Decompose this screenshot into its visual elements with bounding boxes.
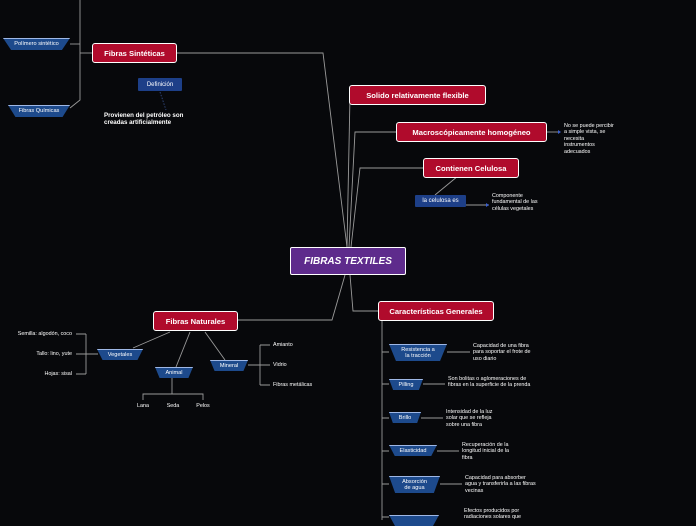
generales-item[interactable]: Elasticidad [389, 445, 437, 456]
solido-label: Solido relativamente flexible [366, 90, 469, 100]
generales-desc: Son bolitas o aglomeraciones de fibras e… [448, 376, 531, 389]
vegetales-label: Vegetales [107, 351, 133, 358]
link-vegetales [132, 331, 171, 349]
mineral-item: Vidrio [273, 362, 287, 368]
naturales-label: Fibras Naturales [165, 316, 226, 326]
definicion-node[interactable]: Definición [138, 78, 182, 91]
animal-item: Seda [166, 403, 180, 409]
link-macro [348, 131, 396, 248]
generales-label: Características Generales [389, 306, 483, 316]
link-naturales [238, 274, 346, 321]
central-node[interactable]: FIBRAS TEXTILES [290, 247, 406, 275]
solido-node[interactable]: Solido relativamente flexible [349, 85, 486, 105]
generales-desc: Capacidad de una fibra para soportar el … [473, 343, 531, 362]
link-animal [175, 331, 191, 368]
generales-desc: Capacidad para absorber agua y transferi… [465, 475, 536, 494]
generales-item[interactable]: Absorción de agua [389, 476, 440, 493]
link-mineral-items [248, 344, 270, 386]
generales-item-label: Pilling [398, 381, 414, 388]
generales-item-label: Absorción de agua [402, 478, 427, 492]
animal-item: Pelos [196, 403, 210, 409]
celulosa-es-label: la celulosa es [422, 198, 459, 204]
generales-item-label: Resistencia a la tracción [401, 346, 435, 360]
celulosa-note: Componente fundamental de las células ve… [492, 193, 538, 212]
celulosa-label: Contienen Celulosa [435, 163, 507, 173]
sinteticas-node[interactable]: Fibras Sintéticas [92, 43, 177, 63]
polimero-label: Polímero sintético [14, 41, 59, 48]
generales-item[interactable]: Brillo [389, 412, 421, 423]
macro-node[interactable]: Macroscópicamente homogéneo [396, 122, 547, 142]
generales-desc: Efectos producidos por radiaciones solar… [464, 508, 521, 521]
link-mineral [204, 331, 226, 361]
celulosa-node[interactable]: Contienen Celulosa [423, 158, 519, 178]
generales-node[interactable]: Características Generales [378, 301, 494, 321]
link-sinteticas [177, 52, 348, 248]
macro-note: No se puede percibir a simple vista, se … [564, 123, 614, 155]
generales-item-label: Elasticidad [399, 447, 427, 454]
mineral-label: Mineral [219, 362, 239, 369]
generales-item[interactable]: Pilling [389, 379, 423, 390]
quimicas-node[interactable]: Fibras Químicas [8, 105, 70, 117]
definicion-text: Provienen del petróleo son creadas artif… [104, 112, 184, 126]
generales-item-label: Brillo [398, 414, 412, 421]
macro-label: Macroscópicamente homogéneo [412, 127, 531, 137]
animal-node[interactable]: Animal [155, 367, 193, 378]
naturales-node[interactable]: Fibras Naturales [153, 311, 238, 331]
animal-item: Lana [137, 403, 149, 409]
mineral-item: Amianto [273, 342, 293, 348]
mineral-node[interactable]: Mineral [210, 360, 248, 371]
link-generales [349, 274, 378, 312]
central-label: FIBRAS TEXTILES [304, 255, 392, 267]
quimicas-label: Fibras Químicas [18, 108, 60, 115]
generales-desc: Intensidad de la luz solar que se reflej… [446, 409, 493, 428]
veg-item: Hojas: sisal [44, 371, 72, 377]
link-animal-items [142, 378, 204, 400]
generales-item[interactable]: Resistencia a la tracción [389, 344, 447, 361]
veg-item: Tallo: lino, yute [36, 351, 72, 357]
animal-label: Animal [165, 369, 183, 376]
link-definicion [159, 91, 167, 111]
veg-item: Semilla: algodón, coco [17, 331, 72, 337]
generales-desc: Recuperación de la longitud inicial de l… [462, 442, 510, 461]
vegetales-node[interactable]: Vegetales [97, 349, 143, 360]
link-celulosa-es [434, 175, 459, 196]
celulosa-es-node[interactable]: la celulosa es [415, 195, 466, 207]
sinteticas-label: Fibras Sintéticas [104, 48, 165, 58]
polimero-node[interactable]: Polímero sintético [3, 38, 70, 50]
link-solido [346, 94, 351, 248]
generales-item[interactable] [389, 515, 439, 526]
link-veg-items [76, 333, 98, 375]
mineral-item: Fibras metálicas [273, 382, 313, 388]
link-celulosa [350, 167, 423, 248]
link-quimicas [69, 0, 81, 109]
definicion-label: Definición [146, 81, 174, 88]
